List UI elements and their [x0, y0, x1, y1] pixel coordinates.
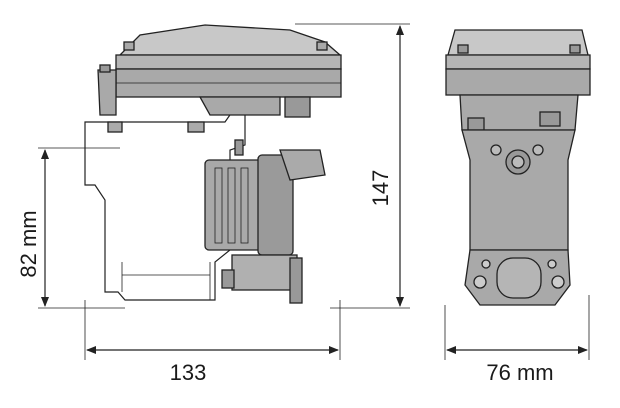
front-top-cover [447, 29, 589, 56]
front-view [445, 29, 591, 306]
extension-lines [38, 23, 590, 360]
side-view [84, 24, 342, 304]
label-height-partial: 82 mm [16, 210, 41, 277]
label-width-front: 76 mm [486, 360, 553, 385]
label-height-total: 147 [368, 170, 393, 207]
side-top-cover [118, 24, 342, 56]
label-width-side: 133 [170, 360, 207, 385]
side-outlet [231, 254, 298, 291]
side-cover-flange [115, 54, 342, 70]
front-pump-body [461, 129, 576, 251]
